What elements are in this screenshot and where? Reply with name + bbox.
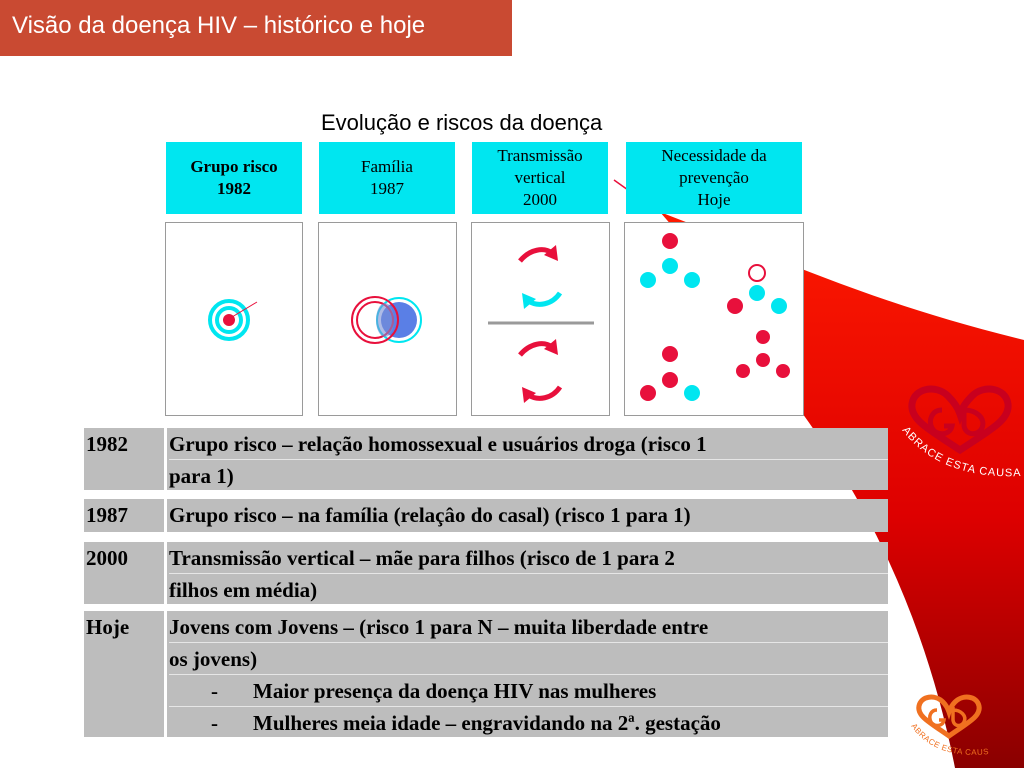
stage-year: 1982 (217, 179, 251, 198)
target-icon (208, 299, 258, 341)
stage-hoje: Necessidade da prevenção Hoje (626, 142, 802, 214)
table-row: 1987 Grupo risco – na família (relaçâo d… (84, 499, 888, 532)
panel-prevention-hoje (624, 222, 804, 416)
stage-1982: Grupo risco 1982 (166, 142, 302, 214)
description-line: para 1) (169, 464, 234, 488)
year-label: 2000 (86, 546, 128, 570)
abrace-causa-logo-large: ABRACE ESTA CAUSA (900, 385, 1021, 479)
stage-year: 2000 (523, 190, 557, 209)
stage-year: Hoje (697, 190, 731, 209)
panel-target-1982 (165, 222, 303, 416)
table-row: 1982 Grupo risco – relação homossexual e… (84, 428, 888, 490)
description-cell: Jovens com Jovens – (risco 1 para N – mu… (167, 611, 888, 737)
bullet-text: Maior presença da doença HIV nas mulhere… (253, 679, 657, 703)
description-line: Grupo risco – na família (relaçâo do cas… (169, 503, 691, 527)
year-label: 1982 (86, 432, 128, 456)
stage-year: 1987 (370, 179, 404, 198)
description-line: os jovens) (169, 643, 888, 675)
year-cell: Hoje (84, 611, 164, 737)
year-cell: 1982 (84, 428, 164, 490)
stage-label: Grupo risco (190, 157, 278, 176)
bullet-dash: - (211, 679, 218, 703)
stage-1987: Família 1987 (319, 142, 455, 214)
year-cell: 1987 (84, 499, 164, 532)
stage-label: Necessidade da (661, 146, 767, 165)
description-line: Jovens com Jovens – (risco 1 para N – mu… (169, 611, 888, 643)
description-line: filhos em média) (169, 578, 318, 602)
panel-couple-1987 (318, 222, 457, 416)
stage-label: Transmissão (497, 146, 583, 165)
scattered-dots-icon (640, 233, 790, 401)
description-line: Transmissão vertical – mãe para filhos (… (169, 542, 888, 574)
bullet-dash: - (211, 711, 218, 735)
table-row: 2000 Transmissão vertical – mãe para fil… (84, 542, 888, 604)
year-label: Hoje (86, 615, 130, 639)
year-label: 1987 (86, 503, 128, 527)
bullet-text: Mulheres meia idade – engravidando na 2ª… (253, 711, 721, 735)
stage-2000: Transmissão vertical 2000 (472, 142, 608, 214)
year-cell: 2000 (84, 542, 164, 604)
panel-vertical-2000 (471, 222, 610, 416)
description-cell: Grupo risco – na família (relaçâo do cas… (167, 499, 888, 532)
overlapping-circles-icon (351, 296, 422, 344)
stage-label: Família (361, 157, 413, 176)
bullet-item: - Maior presença da doença HIV nas mulher… (169, 675, 888, 707)
title-bar: Visão da doença HIV – histórico e hoje (0, 0, 513, 56)
stage-label-2: vertical (514, 168, 566, 187)
page-title: Visão da doença HIV – histórico e hoje (12, 12, 426, 39)
description-cell: Transmissão vertical – mãe para filhos (… (167, 542, 888, 604)
transmission-arrows-icon (488, 245, 594, 403)
bullet-item: - Mulheres meia idade – engravidando na 2… (169, 707, 888, 739)
description-cell: Grupo risco – relação homossexual e usuá… (167, 428, 888, 490)
diagram-subtitle: Evolução e riscos da doença (321, 110, 603, 135)
table-row: Hoje Jovens com Jovens – (risco 1 para N… (84, 611, 888, 737)
stage-label-2: prevenção (679, 168, 749, 187)
description-line: Grupo risco – relação homossexual e usuá… (169, 428, 888, 460)
abrace-causa-logo-small: ABRACE ESTA CAUSA (905, 690, 989, 757)
